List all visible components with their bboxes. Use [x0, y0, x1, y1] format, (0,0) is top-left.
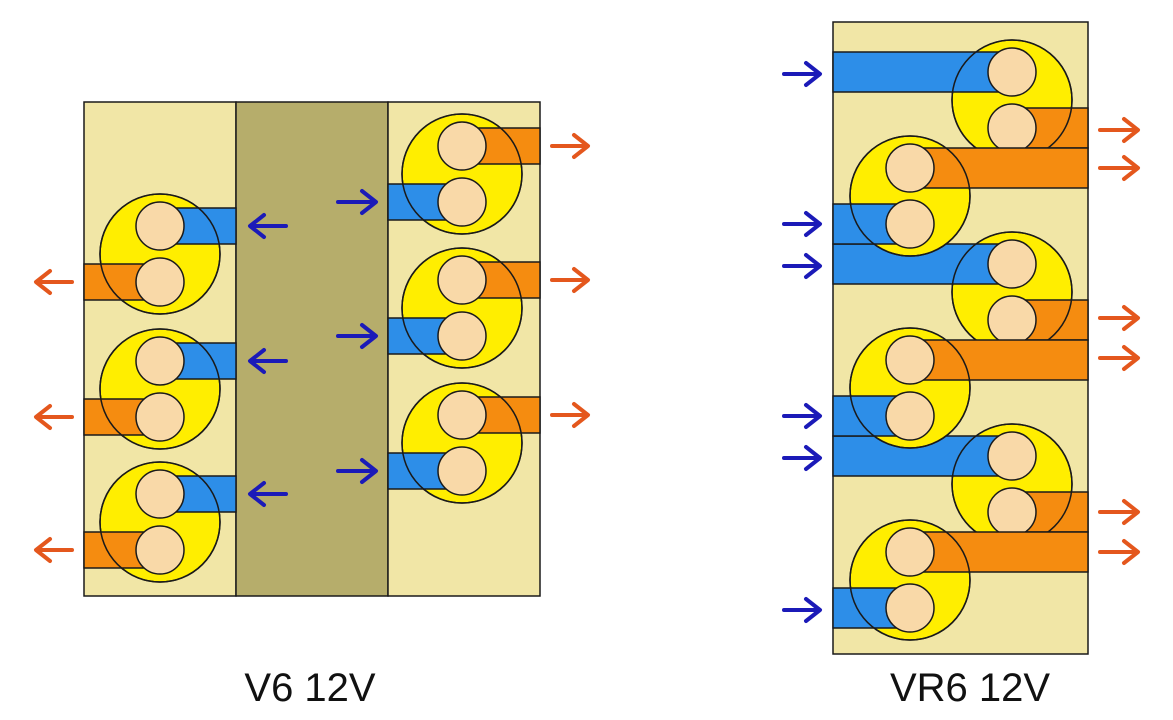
vr6-left-cyl-2-outline — [849, 327, 971, 449]
v6-left-exhaust-arrow-2-head — [34, 404, 52, 430]
v6-right-cyl-2-outline — [401, 247, 523, 369]
vr6-intake-arrow-5 — [782, 445, 822, 471]
v6-right-cyl-3-outline — [401, 382, 523, 504]
v6-left-exhaust-arrow-1-head — [34, 269, 52, 295]
v6-right-cyl-2-exhaust-valve — [437, 255, 487, 305]
v6-right-intake-arrow-1 — [336, 189, 378, 215]
v6-right-exhaust-arrow-2-head — [572, 267, 590, 293]
v6-right-intake-arrow-2 — [336, 323, 378, 349]
vr6-intake-arrow-6 — [782, 597, 822, 623]
v6-left-cyl-2-outline — [99, 328, 221, 450]
v6-left-intake-arrow-2 — [248, 348, 288, 374]
v6-right-intake-arrow-3-head — [360, 458, 378, 484]
v6-left-intake-arrow-1-head — [248, 213, 266, 239]
vr6-left-cyl-3-outline — [849, 519, 971, 641]
vr6-right-cyl-1-intake-valve — [987, 47, 1037, 97]
v6-right-cyl-1-intake-valve — [437, 177, 487, 227]
v6-right-cyl-3-exhaust-valve — [437, 390, 487, 440]
vr6-intake-arrow-5-head — [804, 445, 822, 471]
v6-left-exhaust-arrow-2 — [34, 404, 74, 430]
vr6-intake-arrow-3 — [782, 253, 822, 279]
v6-right-exhaust-arrow-1 — [550, 133, 590, 159]
vr6-left-cyl-3-exhaust-port — [909, 531, 1089, 573]
v6-left-cyl-2-exhaust-valve — [135, 392, 185, 442]
v6-left-cyl-1-intake-valve — [135, 201, 185, 251]
vr6-exhaust-arrow-5-head — [1122, 499, 1140, 525]
v6-left-exhaust-arrow-3 — [34, 537, 74, 563]
vr6-intake-arrow-1 — [782, 61, 822, 87]
v6-right-intake-arrow-1-head — [360, 189, 378, 215]
v6-valley — [235, 101, 389, 597]
vr6-left-cyl-1-outline — [849, 135, 971, 257]
vr6-exhaust-arrow-6 — [1098, 539, 1140, 565]
vr6-exhaust-arrow-6-head — [1122, 539, 1140, 565]
v6-right-cyl-1-outline — [401, 113, 523, 235]
vr6-left-cyl-1-exhaust-valve — [885, 143, 935, 193]
vr6-intake-arrow-3-head — [804, 253, 822, 279]
v6-left-cyl-1-outline — [99, 193, 221, 315]
vr6-right-cyl-3-intake-valve — [987, 431, 1037, 481]
vr6-intake-arrow-4 — [782, 403, 822, 429]
v6-right-cyl-2-intake-valve — [437, 311, 487, 361]
vr6-exhaust-arrow-1-head — [1122, 117, 1140, 143]
vr6-12v-caption: VR6 12V — [889, 666, 1051, 710]
v6-right-intake-arrow-3 — [336, 458, 378, 484]
vr6-intake-arrow-2 — [782, 211, 822, 237]
v6-12v-caption: V6 12V — [244, 666, 376, 710]
vr6-exhaust-arrow-5 — [1098, 499, 1140, 525]
vr6-left-cyl-2-exhaust-valve — [885, 335, 935, 385]
v6-left-cyl-1-exhaust-valve — [135, 257, 185, 307]
v6-left-exhaust-arrow-1 — [34, 269, 74, 295]
v6-left-cyl-3-intake-valve — [135, 469, 185, 519]
vr6-exhaust-arrow-4-head — [1122, 345, 1140, 371]
v6-right-exhaust-arrow-2 — [550, 267, 590, 293]
vr6-exhaust-arrow-3 — [1098, 305, 1140, 331]
vr6-exhaust-arrow-2-head — [1122, 155, 1140, 181]
vr6-intake-arrow-1-head — [804, 61, 822, 87]
v6-right-exhaust-arrow-3 — [550, 402, 590, 428]
v6-right-exhaust-arrow-3-head — [572, 402, 590, 428]
vr6-left-cyl-1-intake-valve — [885, 199, 935, 249]
vr6-left-cyl-2-exhaust-port — [909, 339, 1089, 381]
vr6-exhaust-arrow-1 — [1098, 117, 1140, 143]
vr6-right-cyl-1-exhaust-valve — [987, 103, 1037, 153]
v6-right-cyl-1-exhaust-valve — [437, 121, 487, 171]
vr6-intake-arrow-6-head — [804, 597, 822, 623]
v6-left-exhaust-arrow-3-head — [34, 537, 52, 563]
vr6-exhaust-arrow-4 — [1098, 345, 1140, 371]
v6-left-intake-arrow-1 — [248, 213, 288, 239]
v6-left-intake-arrow-3 — [248, 481, 288, 507]
vr6-right-cyl-3-exhaust-valve — [987, 487, 1037, 537]
vr6-left-cyl-3-intake-valve — [885, 583, 935, 633]
v6-left-cyl-3-exhaust-valve — [135, 525, 185, 575]
vr6-exhaust-arrow-3-head — [1122, 305, 1140, 331]
v6-left-intake-arrow-3-head — [248, 481, 266, 507]
vr6-right-cyl-2-exhaust-valve — [987, 295, 1037, 345]
v6-left-intake-arrow-2-head — [248, 348, 266, 374]
vr6-right-cyl-1-intake-port — [832, 51, 1013, 93]
v6-right-intake-arrow-2-head — [360, 323, 378, 349]
vr6-left-cyl-2-intake-valve — [885, 391, 935, 441]
vr6-left-cyl-1-exhaust-port — [909, 147, 1089, 189]
vr6-exhaust-arrow-2 — [1098, 155, 1140, 181]
vr6-right-cyl-2-intake-valve — [987, 239, 1037, 289]
v6-right-exhaust-arrow-1-head — [572, 133, 590, 159]
vr6-intake-arrow-2-head — [804, 211, 822, 237]
vr6-left-cyl-3-exhaust-valve — [885, 527, 935, 577]
v6-left-cyl-3-outline — [99, 461, 221, 583]
v6-left-cyl-2-intake-valve — [135, 336, 185, 386]
vr6-intake-arrow-4-head — [804, 403, 822, 429]
v6-right-cyl-3-intake-valve — [437, 446, 487, 496]
